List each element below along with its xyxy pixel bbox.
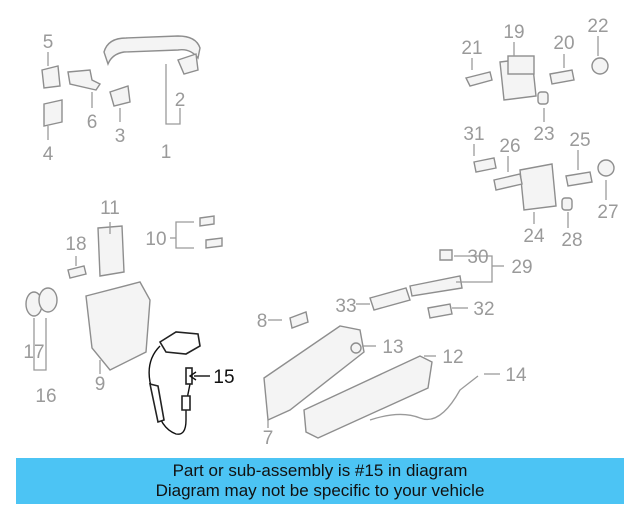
callout-22: 22 [587, 16, 608, 37]
callout-4: 4 [43, 144, 54, 165]
callout-25: 25 [569, 130, 590, 151]
callout-32: 32 [473, 299, 494, 320]
callout-5: 5 [43, 32, 54, 53]
part-interior-trim [263, 249, 479, 439]
callout-10: 10 [145, 229, 166, 250]
part-hinge-group [464, 55, 615, 211]
callout-23: 23 [533, 124, 554, 145]
info-banner: Part or sub-assembly is #15 in diagram D… [16, 458, 624, 504]
callout-3: 3 [115, 126, 126, 147]
callout-15: 15 [213, 367, 234, 388]
banner-line-2: Diagram may not be specific to your vehi… [155, 481, 485, 500]
callout-17: 17 [23, 342, 44, 363]
callout-6: 6 [87, 112, 98, 133]
callout-27: 27 [597, 202, 618, 223]
part-15-cable [148, 331, 201, 435]
callout-14: 14 [505, 365, 527, 386]
callout-33: 33 [335, 296, 356, 317]
callout-9: 9 [95, 374, 106, 395]
callout-16: 16 [35, 386, 56, 407]
callout-1: 1 [161, 142, 172, 163]
part-handle-group [41, 35, 201, 127]
callout-18: 18 [65, 234, 86, 255]
callout-31: 31 [463, 124, 484, 145]
callout-13: 13 [382, 337, 403, 358]
callout-7: 7 [263, 428, 274, 449]
callout-26: 26 [499, 136, 520, 157]
callout-29: 29 [511, 257, 532, 278]
callout-19: 19 [503, 22, 524, 43]
banner-line-1: Part or sub-assembly is #15 in diagram [172, 461, 468, 480]
callout-8: 8 [257, 311, 268, 332]
callout-21: 21 [461, 38, 482, 59]
callout-24: 24 [523, 226, 545, 247]
part-latch-group [25, 215, 223, 371]
parts-diagram: 1 2 3 4 5 6 7 8 9 10 11 12 13 14 15 16 1… [23, 16, 618, 449]
callout-12: 12 [442, 347, 463, 368]
callout-28: 28 [561, 230, 582, 251]
callout-30: 30 [467, 247, 488, 268]
callout-20: 20 [553, 33, 574, 54]
callout-2: 2 [175, 90, 186, 111]
callout-11: 11 [100, 198, 120, 219]
